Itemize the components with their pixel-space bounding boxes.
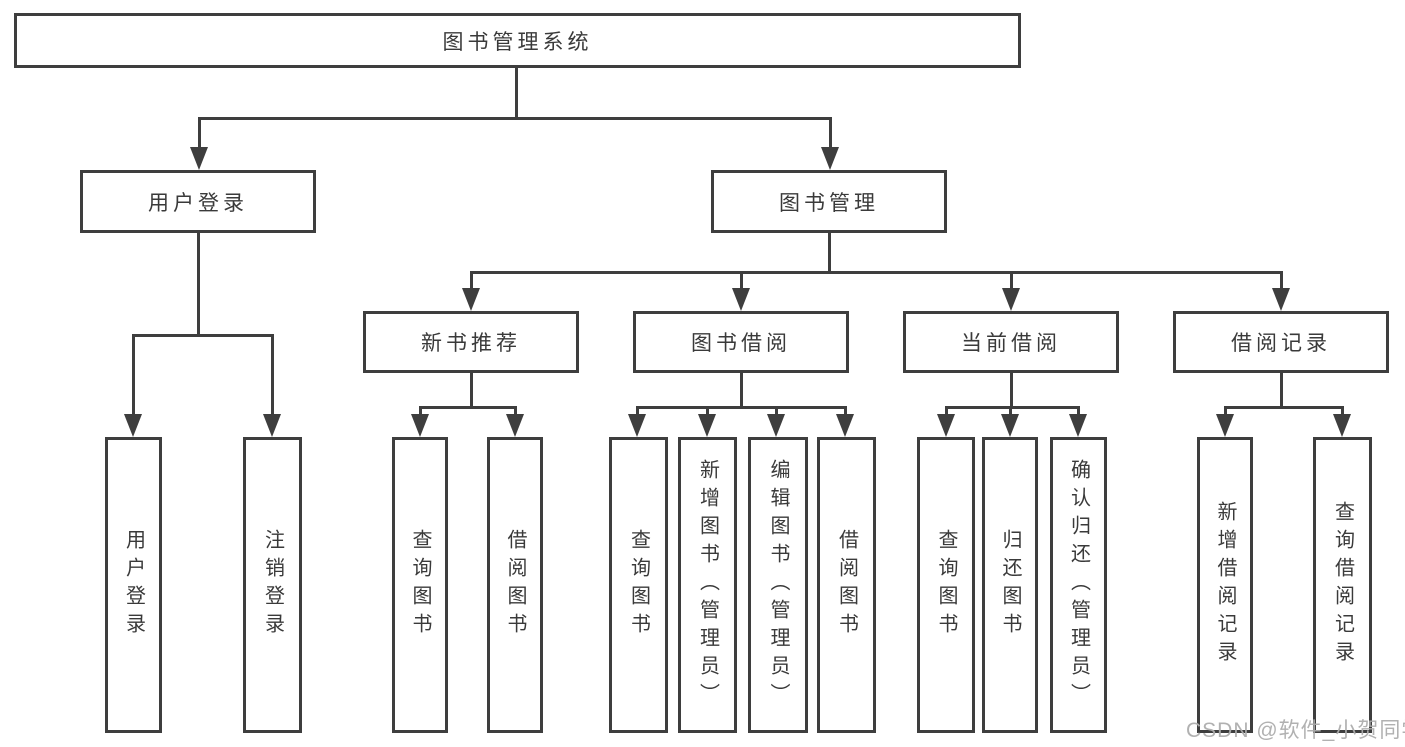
leaf-add-borrow-record: 新增借阅记录 (1197, 437, 1253, 733)
arrow-down-icon (1002, 288, 1020, 311)
connector-h (945, 406, 1080, 409)
leaf-return-book-label: 归还图书 (999, 529, 1021, 641)
connector-v (740, 271, 743, 292)
leaf-query-borrow-record-label: 查询借阅记录 (1331, 501, 1354, 669)
connector-h (419, 406, 517, 409)
leaf-query-books-current-label: 查询图书 (935, 529, 957, 641)
leaf-edit-book-admin: 编辑图书（管理员） (748, 437, 808, 733)
connector-h (636, 406, 847, 409)
arrow-down-icon (124, 414, 142, 437)
connector-v (828, 233, 831, 274)
leaf-confirm-return-admin-label: 确认归还（管理员） (1067, 459, 1090, 711)
connector-v (1010, 271, 1013, 292)
connector-v (1224, 406, 1227, 418)
leaf-add-book-admin: 新增图书（管理员） (678, 437, 737, 733)
node-current-borrowing: 当前借阅 (903, 311, 1119, 373)
leaf-add-book-admin-label: 新增图书（管理员） (696, 459, 719, 711)
connector-h (198, 117, 831, 120)
connector-v (1341, 406, 1344, 418)
leaf-logout-label: 注销登录 (261, 529, 284, 641)
connector-v (514, 406, 517, 418)
connector-v (829, 117, 832, 150)
arrow-down-icon (698, 414, 716, 437)
connector-v (740, 373, 743, 409)
arrow-down-icon (506, 414, 524, 437)
leaf-return-book: 归还图书 (982, 437, 1038, 733)
connector-h (1224, 406, 1344, 409)
node-new-book-recommend-label: 新书推荐 (421, 332, 521, 355)
connector-h (132, 334, 274, 337)
node-book-borrowing-label: 图书借阅 (691, 332, 791, 355)
leaf-logout: 注销登录 (243, 437, 302, 733)
connector-v (775, 406, 778, 418)
leaf-borrow-books-borrowing-label: 借阅图书 (835, 529, 858, 641)
connector-v (419, 406, 422, 418)
arrow-down-icon (821, 147, 839, 170)
leaf-user-login: 用户登录 (105, 437, 162, 733)
node-book-management: 图书管理 (711, 170, 947, 233)
leaf-query-books-current: 查询图书 (917, 437, 975, 733)
node-book-management-label: 图书管理 (779, 191, 879, 215)
connector-v (844, 406, 847, 418)
arrow-down-icon (411, 414, 429, 437)
leaf-edit-book-admin-label: 编辑图书（管理员） (767, 459, 789, 711)
connector-v (1280, 373, 1283, 409)
connector-v (945, 406, 948, 418)
node-new-book-recommend: 新书推荐 (363, 311, 579, 373)
leaf-borrow-books-borrowing: 借阅图书 (817, 437, 876, 733)
leaf-query-borrow-record: 查询借阅记录 (1313, 437, 1372, 733)
node-book-borrowing: 图书借阅 (633, 311, 849, 373)
leaf-add-borrow-record-label: 新增借阅记录 (1214, 501, 1236, 669)
connector-v (1077, 406, 1080, 418)
node-user-login-label: 用户登录 (148, 191, 248, 215)
csdn-watermark: CSDN @软件_小贺同学 (1186, 719, 1405, 742)
connector-h (470, 271, 1283, 274)
leaf-query-books-borrowing: 查询图书 (609, 437, 668, 733)
connector-v (197, 233, 200, 335)
arrow-down-icon (263, 414, 281, 437)
arrow-down-icon (1216, 414, 1234, 437)
leaf-confirm-return-admin: 确认归还（管理员） (1050, 437, 1107, 733)
arrow-down-icon (1001, 414, 1019, 437)
connector-v (1009, 406, 1012, 418)
node-borrow-records-label: 借阅记录 (1231, 332, 1331, 355)
arrow-down-icon (462, 288, 480, 311)
node-current-borrowing-label: 当前借阅 (961, 332, 1061, 355)
connector-v (636, 406, 639, 418)
arrow-down-icon (1333, 414, 1351, 437)
connector-v (132, 334, 135, 418)
arrow-down-icon (628, 414, 646, 437)
connector-v (198, 117, 201, 150)
connector-v (470, 271, 473, 292)
arrow-down-icon (767, 414, 785, 437)
node-root: 图书管理系统 (14, 13, 1021, 68)
arrow-down-icon (836, 414, 854, 437)
connector-v (1280, 271, 1283, 292)
leaf-query-books-recommend: 查询图书 (392, 437, 448, 733)
arrow-down-icon (937, 414, 955, 437)
arrow-down-icon (732, 288, 750, 311)
connector-v (271, 334, 274, 418)
leaf-borrow-books-recommend-label: 借阅图书 (504, 529, 526, 641)
leaf-query-books-recommend-label: 查询图书 (409, 529, 431, 641)
node-borrow-records: 借阅记录 (1173, 311, 1389, 373)
arrow-down-icon (190, 147, 208, 170)
node-user-login: 用户登录 (80, 170, 316, 233)
connector-v (706, 406, 709, 418)
node-root-label: 图书管理系统 (442, 30, 593, 54)
leaf-borrow-books-recommend: 借阅图书 (487, 437, 543, 733)
leaf-user-login-label: 用户登录 (122, 529, 145, 641)
arrow-down-icon (1272, 288, 1290, 311)
connector-v (1010, 373, 1013, 409)
arrow-down-icon (1069, 414, 1087, 437)
leaf-query-books-borrowing-label: 查询图书 (627, 529, 650, 641)
connector-v (470, 373, 473, 409)
connector-v (515, 68, 518, 118)
